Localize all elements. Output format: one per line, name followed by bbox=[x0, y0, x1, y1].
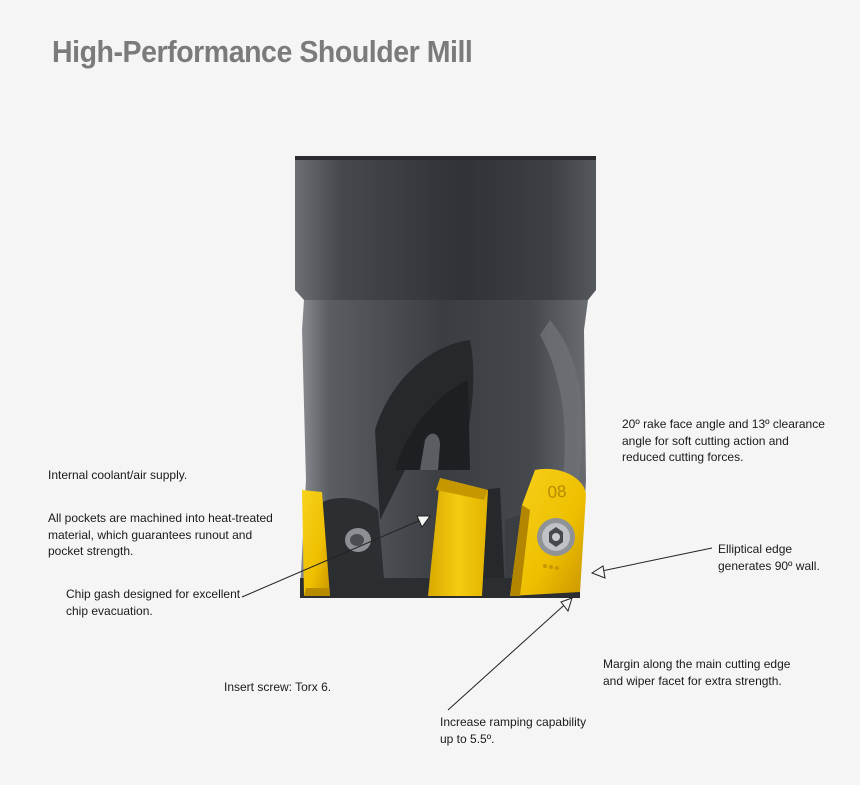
ramping-leader bbox=[447, 597, 573, 711]
callout-screw: Insert screw: Torx 6. bbox=[224, 680, 332, 694]
callout-pockets: All pockets are machined into heat-treat… bbox=[48, 511, 273, 558]
callout-elliptical-edge: Elliptical edge generates 90º wall. bbox=[718, 542, 820, 573]
insert-dots bbox=[543, 564, 559, 570]
callout-chip-gash: Chip gash designed for excellent chip ev… bbox=[66, 587, 241, 618]
leader-arrowheads bbox=[416, 515, 606, 613]
callout-margin: Margin along the main cutting edge and w… bbox=[603, 657, 791, 688]
elliptical-edge-leader bbox=[591, 547, 713, 574]
callout-ramping: Increase ramping capability up to 5.5º. bbox=[440, 715, 587, 746]
cutting-insert-left bbox=[302, 490, 330, 596]
chip-gash-arrowhead bbox=[416, 515, 431, 528]
page-title: High-Performance Shoulder Mill bbox=[52, 34, 473, 69]
shank bbox=[295, 156, 596, 300]
cutting-insert-middle bbox=[428, 478, 488, 596]
elliptical-edge-arrowhead bbox=[590, 565, 606, 579]
chip-gash-leader bbox=[241, 515, 431, 598]
insert-marking: 08 bbox=[547, 482, 567, 502]
ramping-arrowhead bbox=[560, 597, 573, 613]
leader-lines bbox=[241, 515, 713, 711]
callout-coolant: Internal coolant/air supply. bbox=[48, 468, 188, 482]
callout-rake-angle: 20º rake face angle and 13º clearance an… bbox=[622, 417, 825, 464]
cutter-body bbox=[300, 300, 588, 598]
torx-screw bbox=[537, 518, 575, 556]
